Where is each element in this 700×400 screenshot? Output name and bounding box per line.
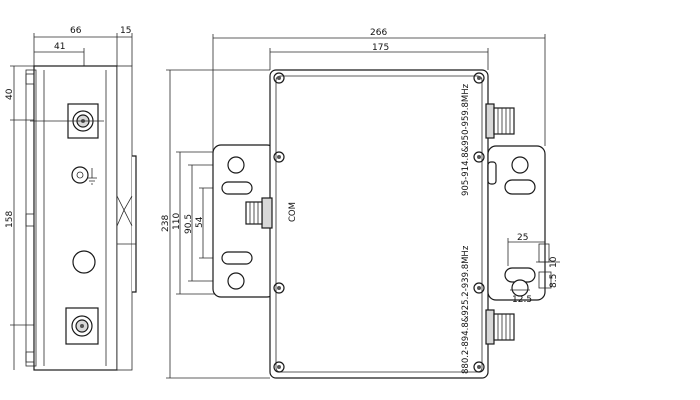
dim-238-label: 238 <box>161 215 171 232</box>
dim-25-label: 25 <box>517 233 528 243</box>
com-flange <box>261 197 273 229</box>
right-bottom-connector <box>485 309 515 345</box>
screw <box>473 151 485 163</box>
dim-90-5-label: 90.5 <box>184 214 194 234</box>
mount-hole <box>511 279 529 297</box>
screw <box>473 72 485 84</box>
corner-screws <box>273 72 485 373</box>
mount-slot <box>504 179 536 195</box>
dim-54-label: 54 <box>195 216 205 228</box>
dim-40-label: 40 <box>5 88 15 100</box>
mount-hole <box>227 156 245 174</box>
mount-hole <box>511 156 529 174</box>
screw <box>473 282 485 294</box>
dim-66-label: 66 <box>70 26 82 36</box>
screw <box>273 361 285 373</box>
connector-thread <box>497 314 511 340</box>
mount-hole <box>227 272 245 290</box>
filter-lid <box>275 75 483 373</box>
ground-icon <box>87 168 97 185</box>
round-port <box>72 250 96 274</box>
boss <box>25 73 35 85</box>
side-bracket-fold <box>116 195 133 227</box>
dim-266-label: 266 <box>370 28 387 38</box>
side-bracket <box>132 155 137 293</box>
dim-158-label: 158 <box>5 211 15 228</box>
screw-core <box>477 286 481 290</box>
screw <box>273 282 285 294</box>
com-label: COM <box>288 202 298 222</box>
ground-stud-inner <box>76 171 84 179</box>
side-view: 66 15 41 40 158 <box>5 26 137 371</box>
front-view: 266 175 238 110 90.5 54 <box>161 28 560 379</box>
dim-110-label: 110 <box>172 213 182 230</box>
screw <box>273 72 285 84</box>
connector-thread <box>497 108 511 134</box>
screw <box>473 361 485 373</box>
detail-tab <box>538 271 552 289</box>
dim-175-label: 175 <box>372 43 389 53</box>
dim-15-label: 15 <box>120 26 131 36</box>
ground-stud <box>71 166 89 184</box>
screw-core <box>477 76 481 80</box>
filter-body <box>269 69 489 379</box>
screw-core <box>477 155 481 159</box>
screw-core <box>277 286 281 290</box>
screw-core <box>277 76 281 80</box>
dim-8-5-label: 8.5 <box>549 274 559 288</box>
com-thread <box>249 202 259 224</box>
screw <box>273 151 285 163</box>
screw-core <box>277 155 281 159</box>
com-connector <box>245 197 273 229</box>
mount-slot <box>221 251 253 265</box>
connector-flange <box>485 103 495 139</box>
bottom-band-label: 880.2-894.8&925.2-939.8MHz <box>461 245 471 374</box>
bracket-tab <box>487 161 497 185</box>
top-band-label: 905-914.8&950-959.8MHz <box>461 83 471 196</box>
dim-12-5-label: 12.5 <box>512 295 532 305</box>
connector-body <box>493 107 515 135</box>
connector-body <box>493 313 515 341</box>
screw-core <box>277 365 281 369</box>
bottom-connector-pin <box>80 324 84 328</box>
connector-flange <box>485 309 495 345</box>
boss <box>25 213 35 227</box>
screw-core <box>477 365 481 369</box>
side-lid <box>116 65 133 371</box>
bottom-connector-ring <box>71 315 93 337</box>
dim-41-label: 41 <box>54 42 65 52</box>
boss <box>25 351 35 363</box>
right-top-connector <box>485 103 515 139</box>
mount-slot <box>221 181 253 195</box>
